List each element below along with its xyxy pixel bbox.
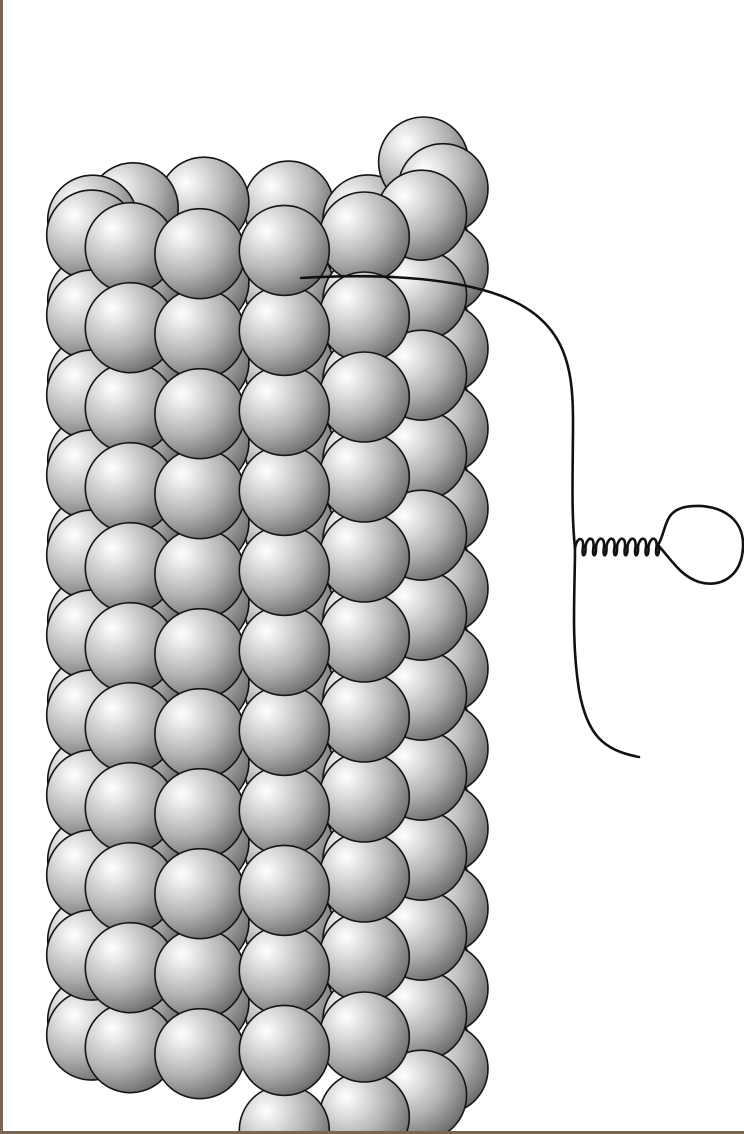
sphere-bead [319,992,409,1082]
strand-coil [575,539,659,556]
sphere-bead [239,685,329,775]
sphere-bead [155,529,245,619]
sphere-bead [319,272,409,362]
sphere-bead [155,369,245,459]
helical-bead-filament [47,117,488,1131]
sphere-bead [155,929,245,1019]
sphere-bead [239,605,329,695]
sphere-bead [319,592,409,682]
sphere-bead [239,525,329,615]
sphere-bead [155,209,245,299]
sphere-bead [319,192,409,282]
sphere-bead [239,925,329,1015]
sphere-bead [319,752,409,842]
sphere-bead [239,1005,329,1095]
sphere-bead [155,849,245,939]
sphere-bead [319,672,409,762]
sphere-bead [155,449,245,539]
sphere-bead [155,609,245,699]
sphere-bead [319,832,409,922]
sphere-bead [155,1009,245,1099]
strand-loop [658,506,743,584]
filament-diagram [3,0,744,1131]
sphere-bead [155,289,245,379]
sphere-bead [239,845,329,935]
sphere-bead [239,765,329,855]
sphere-bead [239,365,329,455]
strand-tail-segment [574,548,639,757]
sphere-bead [155,689,245,779]
sphere-bead [319,432,409,522]
sphere-bead [239,205,329,295]
sphere-bead [319,912,409,1002]
sphere-bead [239,285,329,375]
sphere-bead [319,352,409,442]
sphere-bead [155,769,245,859]
sphere-bead [319,512,409,602]
sphere-bead [239,445,329,535]
